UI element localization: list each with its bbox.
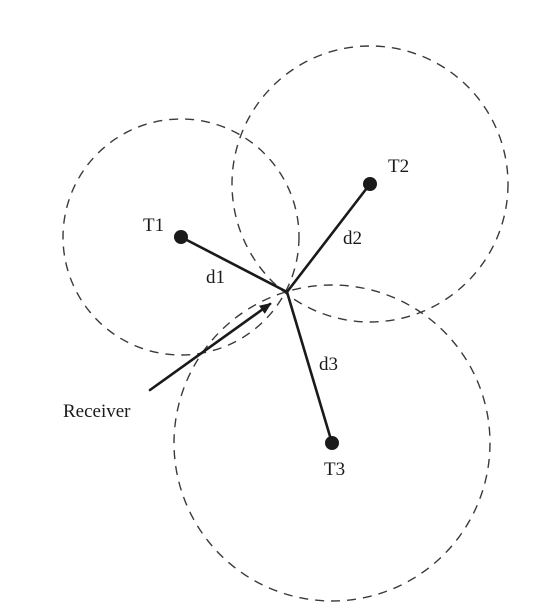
t2-label: T2 bbox=[388, 156, 409, 177]
transmitter-t1-node bbox=[174, 230, 188, 244]
t1-label: T1 bbox=[143, 215, 164, 236]
receiver-arrow bbox=[148, 302, 272, 392]
d2-label: d2 bbox=[343, 228, 362, 249]
range-circle-t3 bbox=[173, 284, 491, 602]
distance-line-d1 bbox=[179, 235, 289, 294]
transmitter-t2-node bbox=[363, 177, 377, 191]
receiver-label: Receiver bbox=[63, 401, 131, 422]
distance-line-d2 bbox=[285, 182, 372, 294]
range-circle-t1 bbox=[62, 118, 300, 356]
t3-label: T3 bbox=[324, 459, 345, 480]
distance-line-d3 bbox=[285, 290, 334, 445]
range-circle-t2 bbox=[231, 45, 509, 323]
transmitter-t3-node bbox=[325, 436, 339, 450]
d1-label: d1 bbox=[206, 267, 225, 288]
d3-label: d3 bbox=[319, 354, 338, 375]
